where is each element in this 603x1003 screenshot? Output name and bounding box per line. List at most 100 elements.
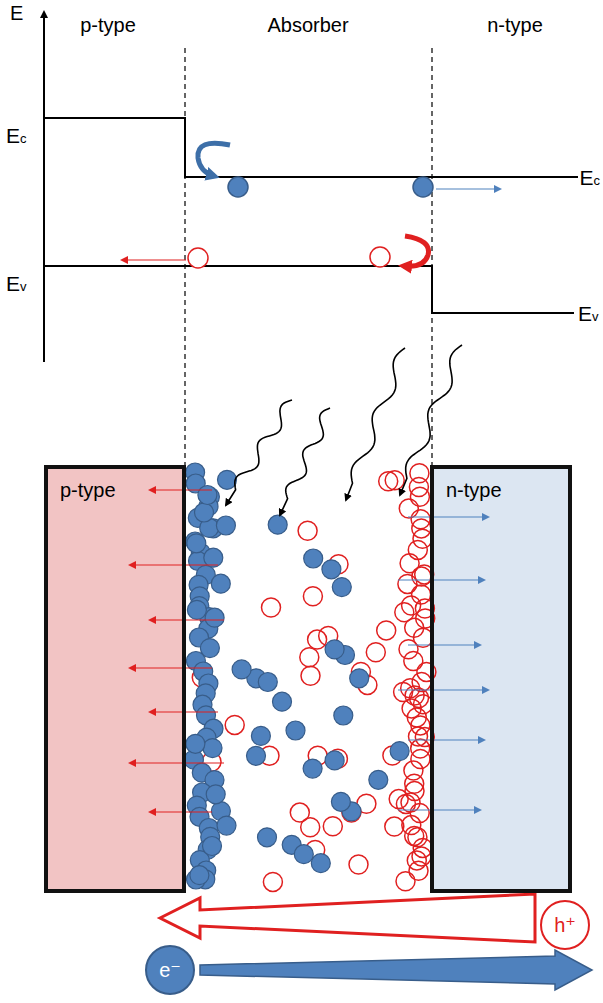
hole-flow-arrow bbox=[160, 894, 535, 942]
hole bbox=[301, 666, 320, 685]
hole bbox=[379, 472, 398, 491]
electron bbox=[413, 177, 433, 197]
electron bbox=[205, 608, 224, 627]
hole bbox=[410, 689, 429, 708]
hole bbox=[409, 861, 428, 880]
hole bbox=[410, 487, 429, 506]
electron bbox=[303, 759, 322, 778]
electron bbox=[268, 515, 287, 534]
hole bbox=[412, 567, 431, 586]
electron bbox=[187, 600, 206, 619]
p-fill bbox=[44, 465, 186, 893]
electron bbox=[218, 470, 237, 489]
hole-extraction bbox=[150, 489, 212, 490]
hole bbox=[412, 519, 431, 538]
interface-line bbox=[184, 48, 186, 465]
axis-label: E bbox=[10, 2, 23, 24]
electron-extraction bbox=[408, 739, 484, 740]
hole bbox=[303, 587, 322, 606]
hole bbox=[398, 574, 417, 593]
hole bbox=[262, 598, 281, 617]
hole bbox=[323, 817, 342, 836]
node-text: h⁺ bbox=[554, 913, 576, 937]
band-label: Ev bbox=[6, 272, 27, 295]
electron bbox=[258, 828, 277, 847]
hole bbox=[225, 715, 244, 734]
node-text: p-type bbox=[60, 479, 116, 501]
electron bbox=[186, 734, 205, 753]
electron bbox=[332, 578, 351, 597]
conduction-band bbox=[44, 118, 578, 177]
energy-axis bbox=[43, 12, 45, 362]
electron-symbol: e⁻ bbox=[145, 945, 195, 995]
electron bbox=[198, 486, 217, 505]
band-label: Ec bbox=[579, 166, 600, 189]
electron bbox=[304, 549, 323, 568]
electron bbox=[350, 669, 369, 688]
electron bbox=[325, 640, 344, 659]
electron bbox=[195, 503, 214, 522]
hole bbox=[298, 521, 317, 540]
hole bbox=[308, 630, 327, 649]
hole-extraction bbox=[150, 619, 224, 620]
hole-extraction bbox=[130, 564, 218, 565]
node-text: e⁻ bbox=[159, 958, 181, 982]
electron bbox=[325, 751, 344, 770]
electron bbox=[232, 660, 251, 679]
hole-extraction bbox=[130, 762, 224, 763]
electron bbox=[251, 726, 270, 745]
photon bbox=[346, 348, 405, 500]
hole bbox=[412, 847, 431, 866]
hole bbox=[402, 816, 421, 835]
hole bbox=[349, 855, 368, 874]
hole bbox=[395, 603, 414, 622]
electron-extraction bbox=[398, 689, 488, 690]
band-label: Ev bbox=[578, 302, 599, 325]
electron bbox=[334, 706, 353, 725]
region-label: n-type bbox=[487, 14, 543, 36]
electron-extraction bbox=[408, 516, 488, 517]
hole-symbol: h⁺ bbox=[540, 900, 590, 950]
region-label: Absorber bbox=[267, 14, 348, 36]
hole bbox=[290, 803, 309, 822]
hole bbox=[370, 247, 390, 267]
region-label: p-type bbox=[80, 14, 136, 36]
electron-extraction bbox=[398, 579, 484, 580]
electron bbox=[286, 721, 305, 740]
electron bbox=[216, 516, 235, 535]
electron bbox=[211, 574, 230, 593]
hole bbox=[399, 640, 418, 659]
band-label: Ec bbox=[6, 124, 27, 147]
electron bbox=[311, 854, 330, 873]
photon bbox=[226, 400, 292, 505]
hole bbox=[385, 817, 404, 836]
hole bbox=[396, 872, 415, 891]
hole bbox=[366, 643, 385, 662]
n-fill bbox=[430, 465, 572, 893]
electron bbox=[247, 746, 266, 765]
electron bbox=[273, 692, 292, 711]
hole bbox=[404, 652, 423, 671]
hole bbox=[408, 540, 427, 559]
hole bbox=[399, 499, 418, 518]
hole bbox=[408, 828, 427, 847]
reflect-arrow bbox=[198, 143, 230, 176]
hole bbox=[263, 872, 282, 891]
node-text: n-type bbox=[446, 479, 502, 501]
hole bbox=[300, 648, 319, 667]
hole bbox=[411, 739, 430, 758]
hole bbox=[412, 585, 431, 604]
electron bbox=[331, 792, 350, 811]
photon bbox=[280, 408, 330, 515]
electron-flow-arrow bbox=[200, 950, 592, 990]
interface-line bbox=[431, 48, 433, 465]
electron bbox=[204, 548, 223, 567]
p-type-layer: p-type bbox=[44, 465, 186, 893]
electron bbox=[187, 534, 206, 553]
valence-band bbox=[44, 266, 574, 313]
reflect-arrow bbox=[404, 236, 429, 266]
electron bbox=[228, 177, 248, 197]
electron-extraction bbox=[398, 809, 480, 810]
electron-path bbox=[436, 188, 500, 189]
